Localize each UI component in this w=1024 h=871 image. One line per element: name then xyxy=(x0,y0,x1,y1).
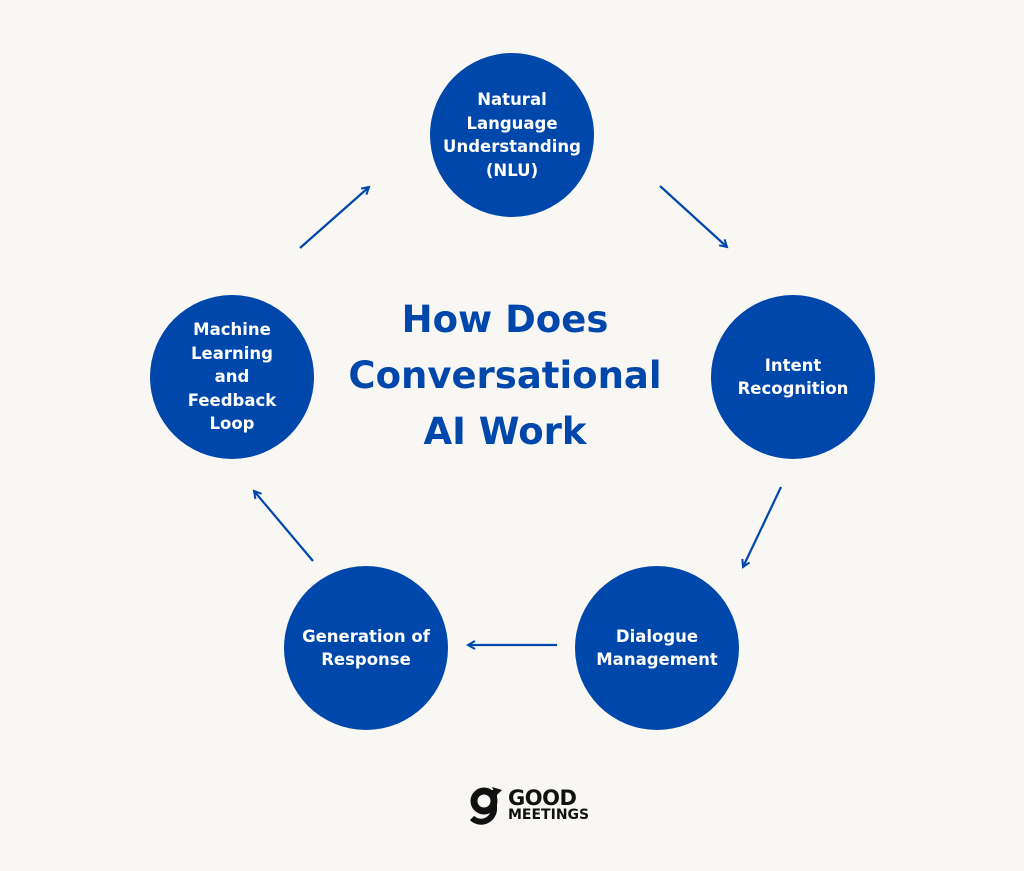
good-meetings-logo: GOOD MEETINGS xyxy=(468,786,589,828)
title-line: AI Work xyxy=(423,410,587,453)
diagram-title: How Does Conversational AI Work xyxy=(325,292,685,460)
arrow-intent-to-dialogue xyxy=(743,486,782,567)
arrow-nlu-to-intent xyxy=(659,185,727,247)
step-intent-recognition: Intent Recognition xyxy=(711,295,875,459)
logo-line2: MEETINGS xyxy=(508,807,590,823)
step-label: Machine Learning and Feedback Loop xyxy=(187,320,277,434)
step-machine-learning: Machine Learning and Feedback Loop xyxy=(150,295,314,459)
step-dialogue-management: Dialogue Management xyxy=(575,566,739,730)
logo-g-icon xyxy=(469,787,502,825)
step-generation-of-response: Generation of Response xyxy=(284,566,448,730)
step-nlu: Natural Language Understanding (NLU) xyxy=(430,53,594,217)
arrow-ml-to-nlu xyxy=(299,187,369,249)
step-label: Generation of Response xyxy=(302,626,430,670)
title-line: Conversational xyxy=(348,354,662,397)
step-label: Dialogue Management xyxy=(596,626,718,670)
step-label: Natural Language Understanding (NLU) xyxy=(443,90,581,180)
step-label: Intent Recognition xyxy=(737,355,849,399)
logo-line1: GOOD xyxy=(508,786,577,810)
title-line: How Does xyxy=(401,298,609,341)
arrow-generation-to-ml xyxy=(254,491,314,562)
